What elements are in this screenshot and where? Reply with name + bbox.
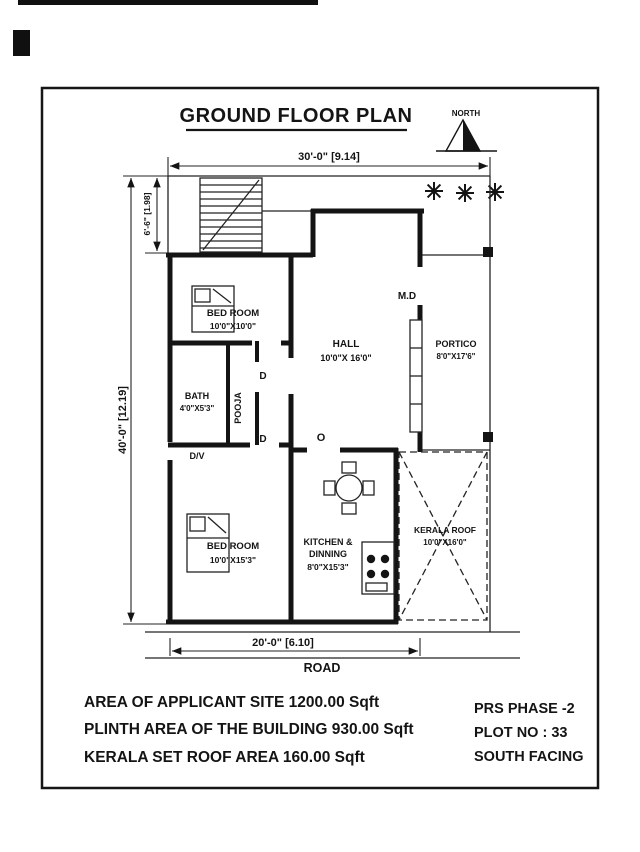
area-line: KERALA SET ROOF AREA 160.00 Sqft bbox=[84, 749, 365, 766]
pooja-name: POOJA bbox=[233, 392, 243, 424]
plot-line: SOUTH FACING bbox=[474, 749, 584, 765]
hall-size: 10'0"X 16'0" bbox=[320, 353, 371, 363]
room-labels: BED ROOM 10'0"X10'0" HALL 10'0"X 16'0" P… bbox=[180, 308, 477, 572]
opening-label: O bbox=[317, 432, 326, 444]
dining-table-icon bbox=[323, 461, 375, 515]
portico-size: 8'0"X17'6" bbox=[437, 352, 476, 361]
tree-icons bbox=[425, 182, 504, 202]
bed-icon bbox=[186, 513, 230, 573]
page-title: GROUND FLOOR PLAN bbox=[180, 105, 413, 127]
plot-line: PLOT NO : 33 bbox=[474, 725, 567, 741]
kerala-roof-name: KERALA ROOF bbox=[414, 525, 476, 535]
staircase bbox=[199, 177, 311, 253]
window-band bbox=[409, 319, 423, 433]
bath-size: 4'0"X5'3" bbox=[180, 404, 215, 413]
bedroom2-name: BED ROOM bbox=[207, 541, 259, 552]
scan-artifacts bbox=[13, 0, 318, 56]
door-vent-label: D/V bbox=[189, 451, 204, 461]
door-markers: M.D D D D/V O bbox=[189, 291, 416, 461]
tree-icon bbox=[456, 184, 474, 202]
kitchen-name-line1: KITCHEN & bbox=[304, 537, 353, 547]
road: ROAD bbox=[145, 631, 520, 675]
column-marker bbox=[483, 247, 493, 257]
dim-left-main-label: 40'-0" [12.19] bbox=[117, 386, 129, 454]
footer-info: AREA OF APPLICANT SITE 1200.00 Sqft PLIN… bbox=[84, 694, 584, 766]
bedroom1-name: BED ROOM bbox=[207, 308, 259, 319]
plot-line: PRS PHASE -2 bbox=[474, 701, 575, 717]
column-marker bbox=[483, 432, 493, 442]
page-border bbox=[40, 86, 600, 790]
north-label: NORTH bbox=[452, 109, 481, 118]
kerala-roof-area bbox=[398, 451, 488, 621]
portico-name: PORTICO bbox=[435, 339, 476, 349]
kitchen-name-line2: DINNING bbox=[309, 549, 347, 559]
dim-left-upper-label: 6'-6" [1.98] bbox=[142, 192, 152, 235]
area-line: PLINTH AREA OF THE BUILDING 930.00 Sqft bbox=[84, 721, 414, 738]
bath-name: BATH bbox=[185, 391, 209, 401]
main-door-label: M.D bbox=[398, 291, 416, 302]
road-label: ROAD bbox=[304, 661, 341, 675]
bedroom1-size: 10'0"X10'0" bbox=[210, 321, 256, 331]
bed-icon bbox=[191, 285, 235, 333]
hall-name: HALL bbox=[333, 339, 360, 350]
tree-icon bbox=[486, 183, 504, 201]
walls bbox=[166, 208, 424, 625]
dim-bottom-label: 20'-0" [6.10] bbox=[252, 637, 314, 649]
north-arrow: NORTH bbox=[436, 109, 497, 152]
door-label: D bbox=[259, 434, 266, 445]
stove-icon bbox=[361, 541, 395, 595]
pooja-walls bbox=[226, 341, 259, 445]
kitchen-size: 8'0"X15'3" bbox=[307, 562, 348, 572]
kerala-roof-size: 10'0"X16'0" bbox=[423, 538, 467, 547]
dimension-lines: 30'-0" [9.14] 6'-6" [1.98] 40'-0" [12.19… bbox=[117, 151, 491, 656]
door-label: D bbox=[259, 371, 266, 382]
area-line: AREA OF APPLICANT SITE 1200.00 Sqft bbox=[84, 694, 379, 711]
tree-icon bbox=[425, 182, 443, 200]
dim-top-label: 30'-0" [9.14] bbox=[298, 151, 360, 163]
bedroom2-size: 10'0"X15'3" bbox=[210, 555, 256, 565]
